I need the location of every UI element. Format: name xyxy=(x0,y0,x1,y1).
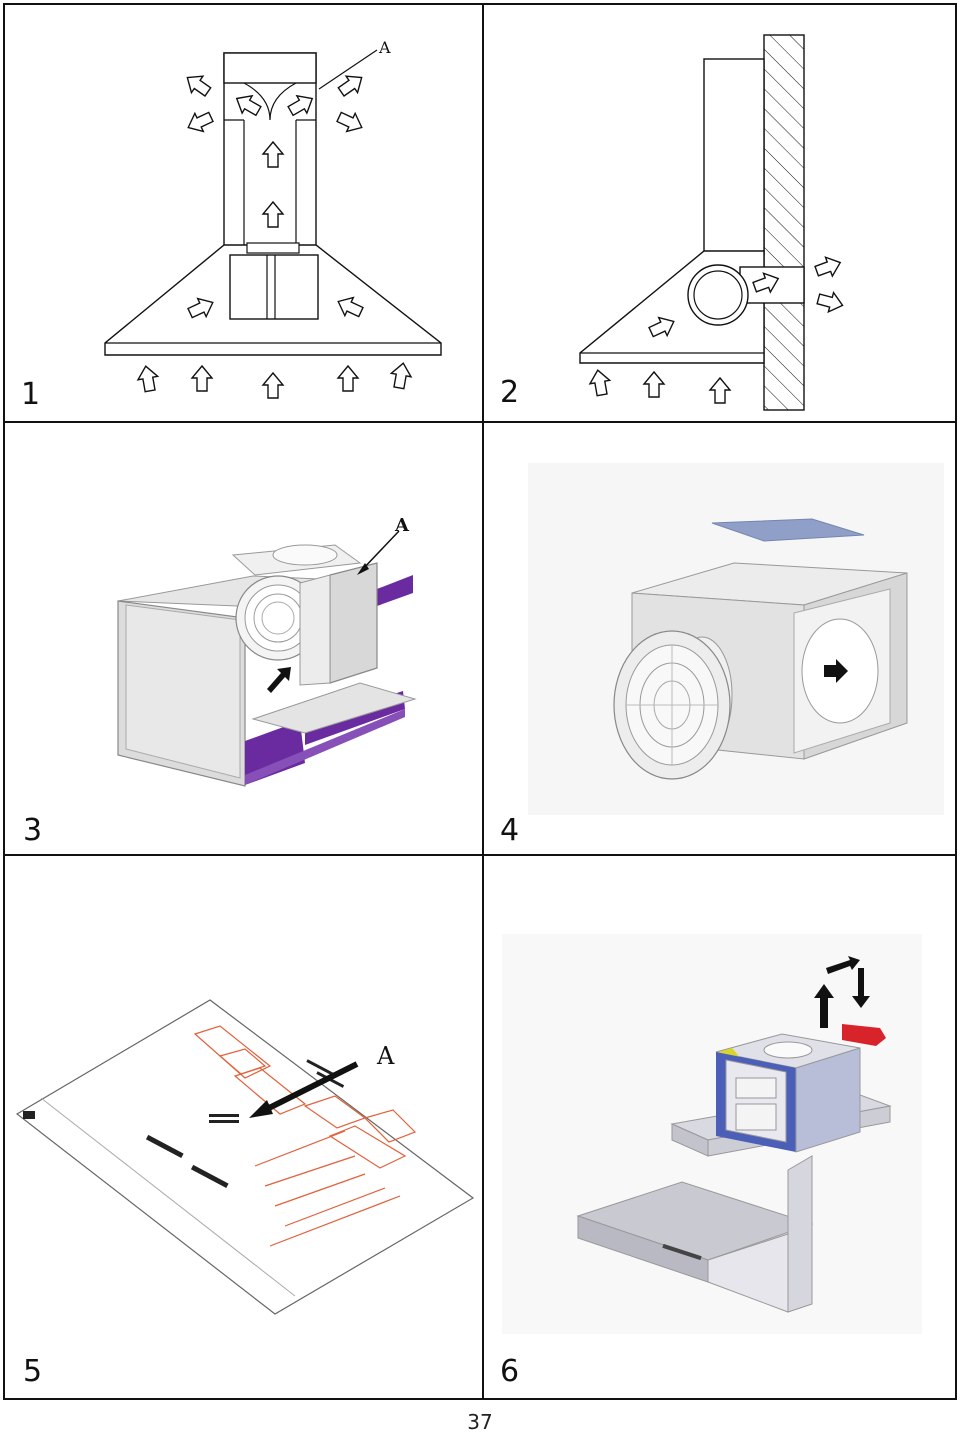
insert-arrow-icon xyxy=(267,667,291,693)
callout-a-label: A xyxy=(378,38,391,57)
panel-number: 1 xyxy=(21,377,41,412)
panel-6: 6 xyxy=(482,856,957,1400)
drilling-template-illustration: A xyxy=(15,999,475,1315)
panel-number: 6 xyxy=(500,1354,520,1389)
motor-box-illustration: A xyxy=(117,515,417,787)
panel-number: 3 xyxy=(23,813,43,848)
grid-divider xyxy=(5,854,955,856)
panel-number: 5 xyxy=(23,1354,43,1389)
blower-assembly-illustration xyxy=(528,463,944,815)
figure-grid: A 1 xyxy=(3,3,957,1400)
hood-extraction-diagram xyxy=(579,34,846,411)
direction-arrow-icon xyxy=(824,659,848,683)
panel-2: 2 xyxy=(482,5,957,421)
page-number: 37 xyxy=(467,1410,493,1434)
callout-a-label: A xyxy=(394,515,410,536)
slide-arrow-icon xyxy=(826,956,860,974)
panel-1: A 1 xyxy=(5,5,480,421)
hood-chimney-installation-illustration xyxy=(502,934,922,1334)
panel-number: 4 xyxy=(500,813,520,848)
panel-3: A 3 xyxy=(5,423,480,854)
callout-a-label: A xyxy=(376,1042,395,1070)
down-arrow-icon xyxy=(852,968,870,1008)
panel-5: A 5 xyxy=(5,856,480,1400)
panel-number: 2 xyxy=(500,375,520,410)
up-arrow-icon xyxy=(814,984,834,1028)
hood-recirculation-diagram: A xyxy=(104,38,442,399)
grid-divider xyxy=(5,421,955,423)
grid-divider xyxy=(482,5,484,1398)
panel-4: 4 xyxy=(482,423,957,854)
bracket-icon xyxy=(842,1024,886,1046)
